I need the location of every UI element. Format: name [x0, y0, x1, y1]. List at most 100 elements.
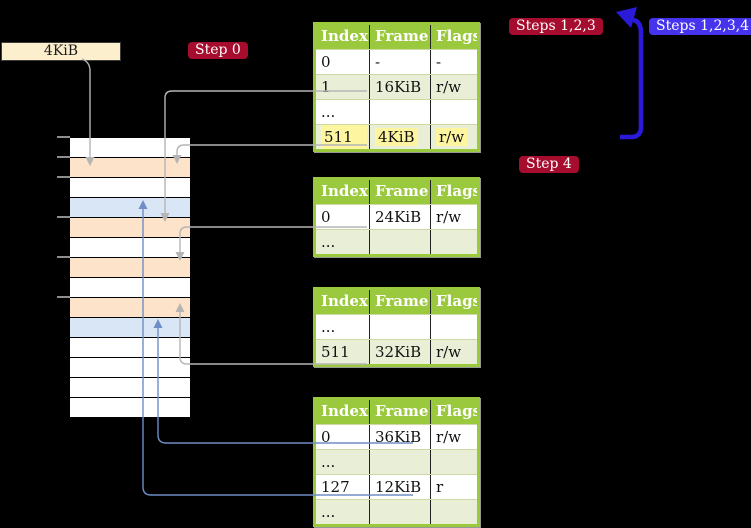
memory-row-white [70, 138, 190, 158]
cell: - [369, 50, 430, 74]
memory-row-blue [70, 318, 190, 338]
header-cell: Flags [430, 400, 477, 424]
cell [369, 450, 430, 474]
header-cell: Index [321, 182, 368, 200]
memory-row-white [70, 398, 190, 418]
cell [369, 100, 430, 124]
memory-row-white [70, 278, 190, 298]
cell: r/w [430, 205, 477, 229]
highlighted-value: r/w [436, 128, 468, 146]
cell: 12KiB [369, 475, 430, 499]
steps-loop-arrow [620, 17, 644, 140]
cell: r/w [430, 340, 477, 364]
header-cell: Flags [430, 180, 477, 204]
page-size-label: 4KiB [43, 43, 79, 59]
memory-row-blue [70, 198, 190, 218]
cell: r/w [430, 125, 477, 149]
cell: 24KiB [369, 205, 430, 229]
memory-row-peach [70, 258, 190, 278]
memory-row-peach [70, 298, 190, 318]
steps-loop-arrowhead-icon [616, 7, 637, 28]
cell: ... [321, 103, 336, 121]
cell [430, 450, 477, 474]
cell [369, 230, 430, 254]
cell [430, 230, 477, 254]
table-row: ... [316, 314, 477, 339]
page-size-label-box: 4KiB [1, 42, 121, 61]
cell [369, 315, 430, 339]
highlighted-value: 4KiB [375, 128, 418, 146]
cell: 36KiB [369, 425, 430, 449]
cell: 32KiB [369, 340, 430, 364]
cell: r [430, 475, 477, 499]
table-row: 511 4KiB r/w [316, 124, 477, 149]
tick-mark [57, 296, 70, 298]
cell: 511 [316, 125, 369, 149]
memory-row-white [70, 338, 190, 358]
header-cell: Frame [369, 25, 430, 49]
cell: ... [321, 503, 336, 521]
memory-row-white [70, 178, 190, 198]
cell [430, 315, 477, 339]
header-cell: Flags [430, 290, 477, 314]
table-row: ... [316, 499, 477, 524]
header-cell: Index [321, 292, 368, 310]
header-cell: Index [321, 402, 368, 420]
memory-row-white [70, 378, 190, 398]
memory-row-white [70, 358, 190, 378]
cell: 0 [321, 428, 331, 446]
header-cell: Index [321, 27, 368, 45]
cell [430, 500, 477, 524]
header-cell: Frame [369, 180, 430, 204]
cell: 127 [321, 478, 350, 496]
tick-mark [57, 136, 70, 138]
cell [369, 500, 430, 524]
cell: 511 [321, 343, 350, 361]
cell: 0 [321, 53, 331, 71]
memory-strip [70, 137, 190, 418]
table-row: 0 -- [316, 49, 477, 74]
cell: r/w [430, 425, 477, 449]
memory-row-white [70, 238, 190, 258]
memory-row-peach [70, 158, 190, 178]
highlighted-value: 511 [321, 125, 367, 149]
tick-mark [57, 156, 70, 158]
tick-mark [57, 176, 70, 178]
tick-mark [57, 216, 70, 218]
badge-step-4: Step 4 [519, 156, 579, 173]
cell [430, 100, 477, 124]
badge-step-0: Step 0 [188, 42, 248, 59]
header-cell: Frame [369, 290, 430, 314]
cell: ... [321, 318, 336, 336]
memory-row-peach [70, 218, 190, 238]
table-row: ... [316, 99, 477, 124]
badge-steps-1-2-3: Steps 1,2,3 [509, 18, 603, 35]
cell: r/w [430, 75, 477, 99]
cell: 1 [321, 78, 331, 96]
cell: 16KiB [369, 75, 430, 99]
table-row: ... [316, 449, 477, 474]
cell: - [430, 50, 477, 74]
cell: ... [321, 233, 336, 251]
cell: ... [321, 453, 336, 471]
cell: 4KiB [369, 125, 430, 149]
header-cell: Flags [430, 25, 477, 49]
header-cell: Frame [369, 400, 430, 424]
tick-mark [57, 256, 70, 258]
badge-steps-1-2-3-4: Steps 1,2,3,4 [649, 18, 751, 35]
cell: 0 [321, 208, 331, 226]
table-row: ... [316, 229, 477, 254]
